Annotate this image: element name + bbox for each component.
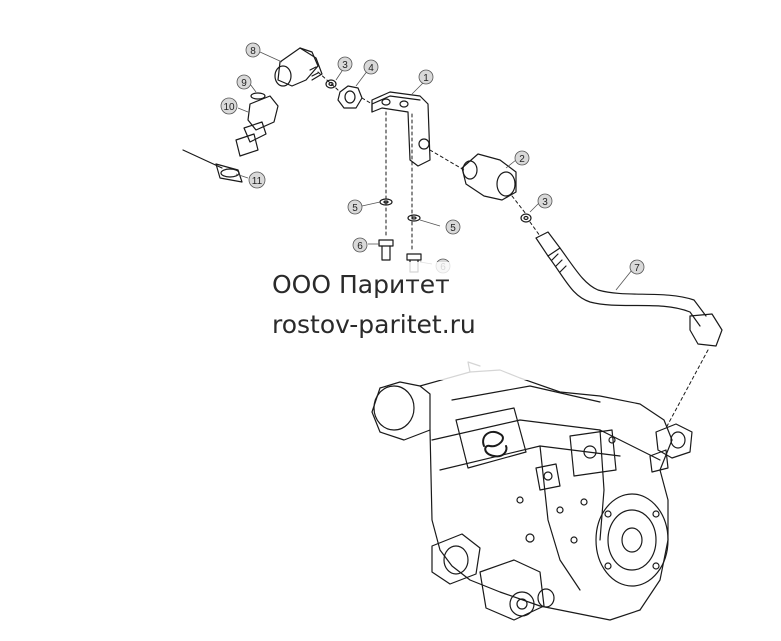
svg-text:8: 8 [250,46,256,57]
callout-3-top: 3 [337,56,353,72]
svg-text:3: 3 [542,197,548,208]
part-9-o-ring [250,92,266,100]
callout-5-right: 5 [445,219,461,235]
part-2-banjo-fitting [461,153,517,201]
assembly-dashed-lines [317,71,709,429]
callout-8: 8 [245,42,261,58]
callout-10: 10 [220,97,238,115]
watermark-company-name: ООО Паритет [272,270,450,299]
callout-2: 2 [514,150,530,166]
svg-text:4: 4 [368,63,374,74]
callout-3-lower: 3 [537,193,553,209]
callouts: 8 3 4 1 9 10 11 2 [220,42,645,275]
svg-text:7: 7 [634,263,640,274]
hydraulic-pump-body [371,361,693,621]
watermark-website: rostov-paritet.ru [272,310,476,339]
svg-text:2: 2 [519,154,525,165]
svg-text:11: 11 [252,176,263,187]
part-11-sensor [182,149,243,183]
part-5-washer-right [407,214,421,222]
svg-text:1: 1 [423,73,429,84]
callout-4: 4 [363,59,379,75]
callout-7: 7 [629,259,645,275]
svg-text:3: 3 [342,60,348,71]
part-3-washer-top [325,79,337,89]
callout-leaders [235,51,633,291]
part-10-adapter [235,95,279,157]
part-6-screw-left [378,239,394,261]
part-4-nut [337,85,363,109]
callout-11: 11 [248,171,266,189]
part-7-pipe [535,231,723,347]
svg-text:9: 9 [241,78,247,89]
svg-text:6: 6 [357,241,363,252]
watermark-backdrop [246,262,536,380]
callout-9: 9 [236,74,252,90]
callout-1: 1 [418,69,434,85]
callout-6-left: 6 [352,237,368,253]
svg-text:10: 10 [223,102,235,113]
callout-5-left: 5 [347,199,363,215]
svg-text:5: 5 [352,203,358,214]
part-1-bracket [371,91,431,167]
svg-text:5: 5 [450,223,456,234]
part-3-washer-lower [520,213,532,223]
part-8-elbow-fitting [274,47,323,87]
